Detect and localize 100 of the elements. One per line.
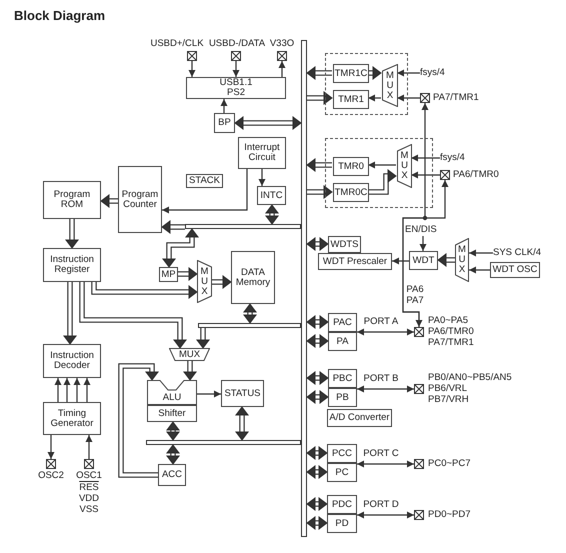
signal-label: EN/DIS: [405, 224, 438, 236]
block-label: WDT: [412, 256, 434, 266]
arrow: [64, 378, 70, 402]
arrow: [469, 266, 490, 274]
block-label: PDC: [332, 500, 352, 510]
block-label: PD: [335, 518, 349, 528]
block-box: [328, 236, 361, 253]
block-label: TMR1C: [334, 68, 368, 78]
bus-arrow: [307, 185, 333, 199]
pin-label: PA6/TMR0: [428, 326, 474, 337]
block-box: [327, 444, 357, 463]
pin-label: PC0~PC7: [428, 458, 471, 469]
block-box: [318, 253, 392, 270]
block-label: A/D Converter: [329, 413, 390, 423]
block-label: INTC: [260, 190, 283, 200]
block-box: [118, 166, 162, 233]
bus-arrow: [162, 228, 199, 268]
block-label: TMR0C: [334, 188, 368, 198]
bus-arrow: [307, 91, 333, 105]
arrow: [397, 70, 420, 76]
arrow: [368, 94, 381, 102]
arrow: [48, 435, 54, 459]
bus-arrow: [306, 158, 332, 172]
arrow: [188, 61, 196, 77]
mux-label: MUX: [400, 151, 408, 181]
bus-arrow: [79, 282, 187, 349]
pin-label: PB0/AN0~PB5/AN5: [428, 372, 512, 383]
block-box: [257, 186, 286, 205]
pin-label: PA0~PA5: [428, 315, 468, 326]
pin-name-label: VDD: [78, 493, 100, 504]
bus-arrow: [118, 363, 159, 478]
pin-label: PB7/VRH: [428, 394, 469, 405]
timer-group-frame: [325, 138, 433, 208]
block-box: [409, 251, 438, 270]
arrow: [368, 162, 396, 168]
arrow: [411, 172, 440, 178]
signal-label: fsys/4: [420, 67, 446, 79]
block-label: USB1.1 PS2: [218, 78, 254, 98]
block-box: [328, 369, 357, 388]
bus-bar: [198, 323, 301, 328]
arrow: [392, 258, 409, 264]
block-label: PC: [335, 468, 349, 478]
block-box: [333, 183, 369, 202]
block-label: WDTS: [330, 240, 358, 250]
block-box: [333, 64, 369, 83]
block-label: Interrupt Circuit: [243, 143, 281, 163]
pin-label: USBD+/CLK: [149, 38, 205, 49]
arrow: [278, 61, 286, 77]
diagram-title: Block Diagram: [14, 8, 106, 23]
block-box: [43, 402, 101, 435]
block-label: STACK: [189, 176, 220, 186]
block-label: PB: [336, 392, 349, 402]
arrow: [357, 460, 414, 468]
block-label: PCC: [332, 448, 352, 458]
block-label: ACC: [162, 470, 182, 480]
bus-arrow: [368, 169, 397, 195]
block-label: PBC: [332, 374, 352, 384]
block-box: [327, 463, 357, 482]
bus-arrow: [65, 219, 79, 249]
arrow: [357, 512, 414, 518]
block-box: [333, 90, 369, 109]
arrow: [232, 61, 240, 77]
pin-label: V33O: [268, 38, 296, 49]
bus-arrow: [234, 116, 302, 130]
edge-label: PA6 PA7: [406, 284, 424, 306]
block-label: TMR0: [338, 162, 364, 172]
arrow: [54, 378, 62, 402]
block-label: DATA Memory: [234, 268, 272, 288]
pin-label: PB6/VRL: [428, 383, 468, 394]
block-box: [328, 313, 357, 332]
arrow: [220, 99, 228, 113]
block-box: [43, 181, 101, 219]
arrow: [357, 386, 414, 392]
block-box: [333, 157, 369, 176]
block-label: ALU: [162, 392, 182, 402]
pin-name-label: VSS: [78, 504, 100, 515]
block-box: [231, 251, 275, 304]
block-box: [158, 464, 186, 486]
bus-arrow: [161, 220, 185, 234]
block-label: Timing Generator: [50, 408, 94, 428]
pin-label: OSC2: [37, 470, 65, 481]
arrow: [84, 378, 90, 402]
block-box: [238, 137, 286, 169]
bus-arrow: [306, 66, 332, 80]
arrow: [197, 390, 221, 398]
bus-arrow: [178, 267, 198, 281]
block-label: Instruction Register: [49, 255, 95, 275]
multiplexer-symbol: [455, 238, 469, 282]
pin-label: PA7/TMR1: [433, 92, 479, 103]
arrow: [469, 250, 493, 256]
arrow: [402, 180, 448, 327]
block-label: WDT OSC: [492, 265, 538, 275]
block-box: [186, 174, 223, 188]
block-box: [43, 344, 101, 378]
mux-label: MUX: [386, 70, 394, 100]
arrow: [357, 328, 414, 336]
block-label: Instruction Decoder: [49, 351, 95, 371]
mux-label: MUX: [178, 350, 200, 360]
mux-label: MUX: [458, 245, 466, 275]
signal-label: SYS CLK/4: [493, 247, 542, 259]
